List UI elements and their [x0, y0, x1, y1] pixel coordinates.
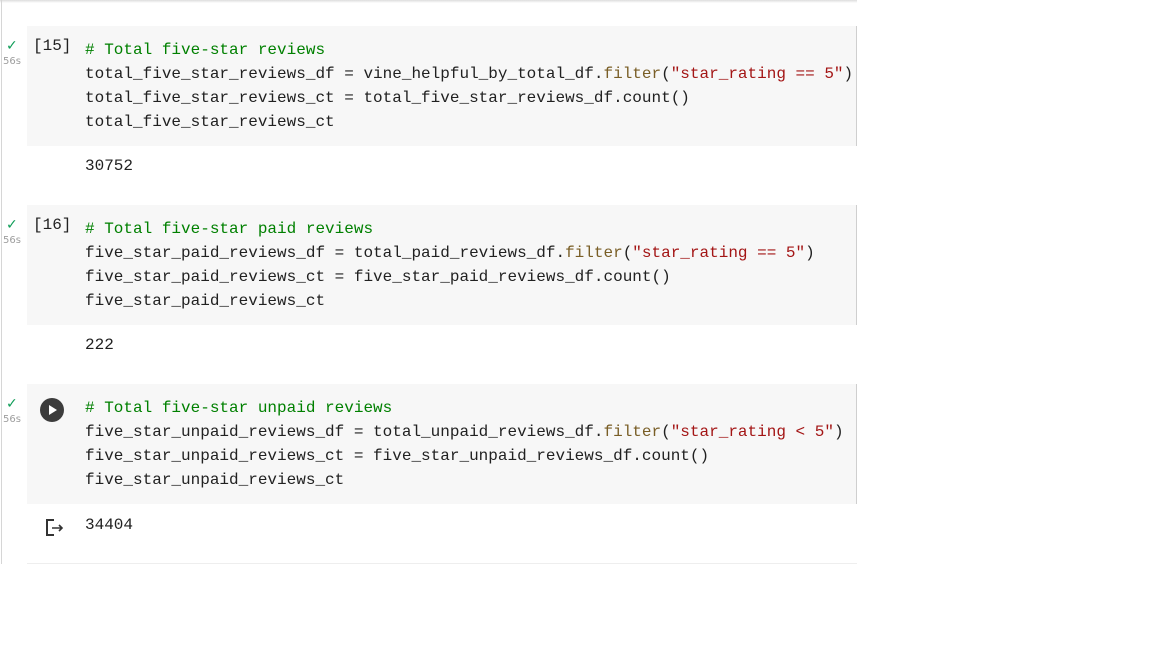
code-text: )	[805, 244, 815, 262]
code-function: filter	[565, 244, 623, 262]
cell-output: 34404	[85, 516, 134, 534]
code-line: total_five_star_reviews_ct	[85, 113, 335, 131]
success-check-icon: ✓	[6, 38, 18, 54]
success-check-icon: ✓	[6, 396, 18, 412]
code-editor[interactable]: # Total five-star unpaid reviews five_st…	[85, 396, 844, 492]
cell-output: 30752	[85, 157, 134, 175]
code-text: five_star_paid_reviews_df = total_paid_r…	[85, 244, 566, 262]
exec-time: 56s	[3, 56, 21, 67]
code-line: five_star_paid_reviews_ct	[85, 292, 326, 310]
code-editor[interactable]: # Total five-star reviews total_five_sta…	[85, 38, 853, 134]
code-editor[interactable]: # Total five-star paid reviews five_star…	[85, 217, 815, 313]
code-comment: # Total five-star unpaid reviews	[85, 399, 393, 417]
code-line: five_star_paid_reviews_ct = five_star_pa…	[85, 268, 671, 286]
code-cell-active[interactable]: ✓ 56s # Total five-star unpaid reviews f…	[3, 384, 857, 504]
code-function: filter	[603, 65, 662, 83]
code-string: "star_rating < 5"	[670, 423, 834, 441]
code-function: filter	[603, 423, 662, 441]
code-text: total_five_star_reviews_df = vine_helpfu…	[85, 65, 604, 83]
code-line: total_five_star_reviews_ct = total_five_…	[85, 89, 690, 107]
code-text: (	[622, 244, 633, 262]
code-line: five_star_unpaid_reviews_ct = five_star_…	[85, 447, 710, 465]
code-comment: # Total five-star paid reviews	[85, 220, 374, 238]
code-text: )	[843, 65, 854, 83]
run-cell-button[interactable]	[40, 398, 64, 422]
success-check-icon: ✓	[6, 217, 18, 233]
divider	[27, 563, 857, 564]
code-string: "star_rating == 5"	[632, 244, 806, 262]
exec-time: 56s	[3, 414, 21, 425]
code-string: "star_rating == 5"	[670, 65, 844, 83]
exec-count: [15]	[33, 37, 72, 55]
output-menu-icon[interactable]	[44, 517, 64, 537]
code-text: five_star_unpaid_reviews_df = total_unpa…	[85, 423, 604, 441]
exec-count: [16]	[33, 216, 72, 234]
cell-output: 222	[85, 336, 114, 354]
code-text: (	[661, 423, 671, 441]
code-cell-15[interactable]: ✓ 56s [15] # Total five-star reviews tot…	[3, 26, 857, 146]
cell-focus-bar	[1, 0, 2, 564]
code-text: (	[661, 65, 671, 83]
code-line: five_star_unpaid_reviews_ct	[85, 471, 345, 489]
code-comment: # Total five-star reviews	[85, 41, 326, 59]
exec-time: 56s	[3, 235, 21, 246]
code-cell-16[interactable]: ✓ 56s [16] # Total five-star paid review…	[3, 205, 857, 325]
top-shadow	[0, 0, 857, 3]
code-text: )	[833, 423, 844, 441]
